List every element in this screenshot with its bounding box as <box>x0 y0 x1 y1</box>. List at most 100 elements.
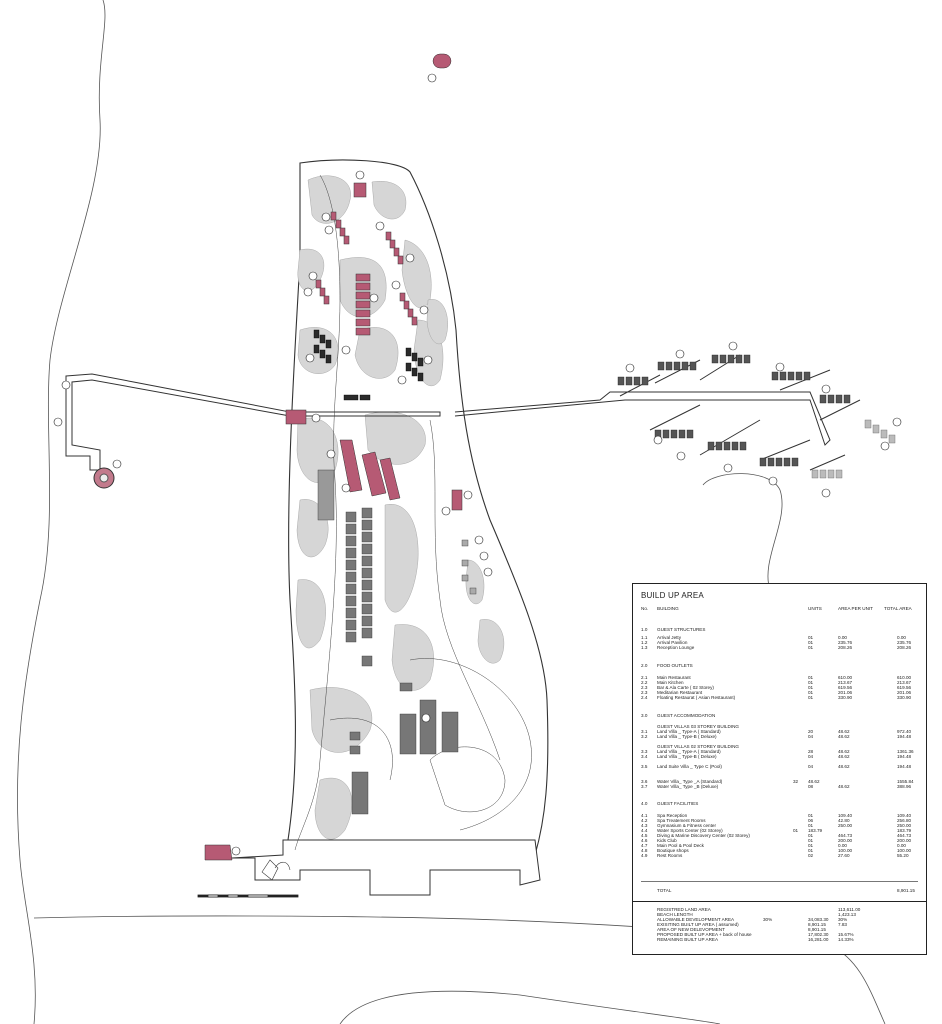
cell-building: Reception Lounge <box>657 645 695 650</box>
callout-markers <box>53 73 902 856</box>
summary-label: ALLOWABLE DEVELOPMENT AREA <box>657 917 735 922</box>
cell-no: 2.2 <box>641 680 648 685</box>
pool-area <box>261 859 291 881</box>
cell-building: Land Villa _ Type-A ( Standard) <box>657 729 721 734</box>
cell-no: 3.1 <box>641 729 648 734</box>
cell-total: 194.48 <box>897 734 912 739</box>
cell-no: 2.0 <box>641 663 648 668</box>
cell-area-per-unit: 619.56 <box>838 685 853 690</box>
cell-area-per-unit: 208.26 <box>838 645 853 650</box>
cell-building: Water Sports Center (02 Storey) <box>657 828 723 833</box>
cell-building: Arrival Jetty <box>657 635 681 640</box>
cell-units: 01 <box>808 645 814 650</box>
cell-area-per-unit: 100.00 <box>838 848 853 853</box>
summary-row: EXISITING BUILT UP AREA ( assumed)8,901.… <box>633 922 926 929</box>
summary-label: REMAINING BUILT UP AREA <box>657 937 719 942</box>
cell-units: 04 <box>808 764 814 769</box>
cell-area-per-unit: 42.80 <box>838 818 850 823</box>
cell-area-per-unit: 48.62 <box>838 749 850 754</box>
cell-area-per-unit: 48.62 <box>838 754 850 759</box>
summary-value-2: 15.67% <box>838 932 854 937</box>
cell-building: Spa Treatement Rooms <box>657 818 706 823</box>
cell-total: 183.79 <box>897 828 912 833</box>
cell-building: GUEST VILLAS 02 STOREY BUILDING <box>657 744 739 749</box>
cell-units: 08 <box>808 784 814 789</box>
reef-outline <box>17 0 886 1024</box>
cell-total: 330.90 <box>897 695 912 700</box>
cell-building: Land Villa _ Type-B ( Deluxe) <box>657 754 717 759</box>
cell-no: 4.7 <box>641 843 648 848</box>
total-divider <box>641 881 918 882</box>
cell-total: 201.06 <box>897 690 912 695</box>
cell-units: 01 <box>808 813 814 818</box>
cell-units: 01 <box>808 635 814 640</box>
cell-no: 4.3 <box>641 823 648 828</box>
summary-label: PROPOSED BUILT UP AREA + back of house <box>657 932 752 937</box>
cell-building: Land Suite Villa _ Type C (Pool) <box>657 764 722 769</box>
cell-total: 100.00 <box>897 848 912 853</box>
cell-area-per-unit: 0.00 <box>838 843 847 848</box>
cell-no: 2.4 <box>641 695 648 700</box>
cell-building: Water Villa_ Type _B (Deluxe) <box>657 784 719 789</box>
table-row: 2.3 Meditarian Restaurant 01 201.06 201.06 <box>633 690 926 697</box>
cell-building: GUEST STRUCTURES <box>657 627 706 632</box>
cell-area-per-unit: 27.60 <box>838 853 850 858</box>
land-villas-dark <box>313 329 424 401</box>
cell-area-per-unit: 48.62 <box>838 784 850 789</box>
summary-divider <box>633 901 926 902</box>
header-units: UNITS <box>808 606 822 611</box>
cell-no: 4.2 <box>641 818 648 823</box>
cell-building: Main Restaurant <box>657 675 691 680</box>
cell-building: GUEST ACCOMMODATION <box>657 713 716 718</box>
scale-bar <box>197 894 299 898</box>
bulk-buildings <box>317 469 477 815</box>
cell-area-per-unit: 464.73 <box>838 833 853 838</box>
cell-units: 04 <box>808 754 814 759</box>
cell-area-per-unit: 201.06 <box>838 690 853 695</box>
summary-value-1: 8,901.15 <box>808 922 826 927</box>
cell-total: 464.73 <box>897 833 912 838</box>
cell-total: 194.48 <box>897 764 912 769</box>
cell-units: 01 <box>808 838 814 843</box>
cell-total: 0.00 <box>897 635 906 640</box>
cell-total: 610.00 <box>897 675 912 680</box>
cell-no: 2.3 <box>641 685 648 690</box>
cell-units: 01 <box>808 685 814 690</box>
header-no: No. <box>641 606 649 611</box>
cell-total: 1555.84 <box>897 779 914 784</box>
cell-total: 250.00 <box>897 823 912 828</box>
cell-building: Kids Club <box>657 838 677 843</box>
cell-no: 2.3 <box>641 690 648 695</box>
cell-area-per-unit: 200.00 <box>838 838 853 843</box>
cell-building: GUEST VILLAS 03 STOREY BUILDING <box>657 724 739 729</box>
cell-no: 1.1 <box>641 635 648 640</box>
summary-value-1: 8,901.15 <box>808 927 826 932</box>
summary-label: AREA OF NEW DELEVOPMENT <box>657 927 725 932</box>
header-building: BUILDING <box>657 606 679 611</box>
cell-units: 01 <box>808 695 814 700</box>
cell-area-per-unit: 109.40 <box>838 813 853 818</box>
cell-building: Meditarian Restaurant <box>657 690 703 695</box>
cell-no: 4.9 <box>641 853 648 858</box>
cell-area-per-unit: 235.76 <box>838 640 853 645</box>
cell-building: Land Villa _ Type-B ( Deluxe) <box>657 734 717 739</box>
cell-units: 01 <box>808 690 814 695</box>
